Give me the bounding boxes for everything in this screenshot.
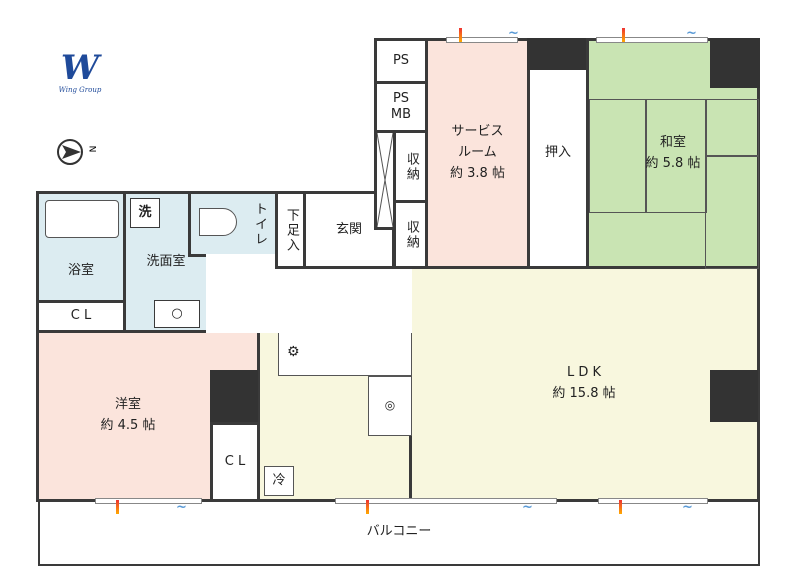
closet-yoshitsu: C L <box>210 422 260 502</box>
cool-vent-icon: ~ <box>522 500 533 515</box>
pillar <box>527 38 587 70</box>
washbasin: ○ <box>154 300 200 328</box>
heat-vent-icon <box>622 28 625 42</box>
sink-icon: ◎ <box>384 398 396 413</box>
window <box>95 498 202 504</box>
window <box>335 498 557 504</box>
room-toilet: トイレ <box>188 191 278 257</box>
storage-2: 収納 <box>393 200 428 269</box>
window <box>446 37 518 43</box>
bathtub-icon <box>45 200 119 238</box>
compass-icon: N <box>56 138 102 172</box>
toilet-icon <box>199 208 237 236</box>
cool-vent-icon: ~ <box>176 500 187 515</box>
room-washitsu: 和室約 5.8 帖 <box>586 38 760 269</box>
pillar <box>710 38 760 88</box>
window <box>596 37 708 43</box>
balcony: バルコニー <box>38 498 760 566</box>
room-bath: 浴室 <box>36 191 126 303</box>
window <box>598 498 708 504</box>
stove-icon: ⚙ <box>287 344 300 360</box>
oshiire: 押入 <box>527 38 589 269</box>
cool-vent-icon: ~ <box>508 26 519 41</box>
sink-counter: ◎ <box>368 376 412 436</box>
storage-1: 収納 <box>393 130 428 203</box>
shoe-cabinet: 下足入 <box>275 191 306 269</box>
ps-mb: PS MB <box>374 81 428 133</box>
pillar <box>710 370 758 422</box>
wing-group-logo: W Wing Group <box>58 48 102 94</box>
heat-vent-icon <box>116 500 119 514</box>
heat-vent-icon <box>366 500 369 514</box>
washer: 洗 <box>130 198 160 228</box>
pillar <box>210 370 258 422</box>
closet-bath: C L <box>36 300 126 333</box>
ps: PS <box>374 38 428 84</box>
heat-vent-icon <box>619 500 622 514</box>
cool-vent-icon: ~ <box>686 26 697 41</box>
room-service: サービス ルーム約 3.8 帖 <box>425 38 530 269</box>
kitchen-counter: ⚙ <box>278 330 412 376</box>
cool-vent-icon: ~ <box>682 500 693 515</box>
tatami <box>705 99 759 157</box>
fridge: 冷 <box>264 466 294 496</box>
tatami <box>705 155 759 269</box>
tatami <box>589 99 647 213</box>
heat-vent-icon <box>459 28 462 42</box>
